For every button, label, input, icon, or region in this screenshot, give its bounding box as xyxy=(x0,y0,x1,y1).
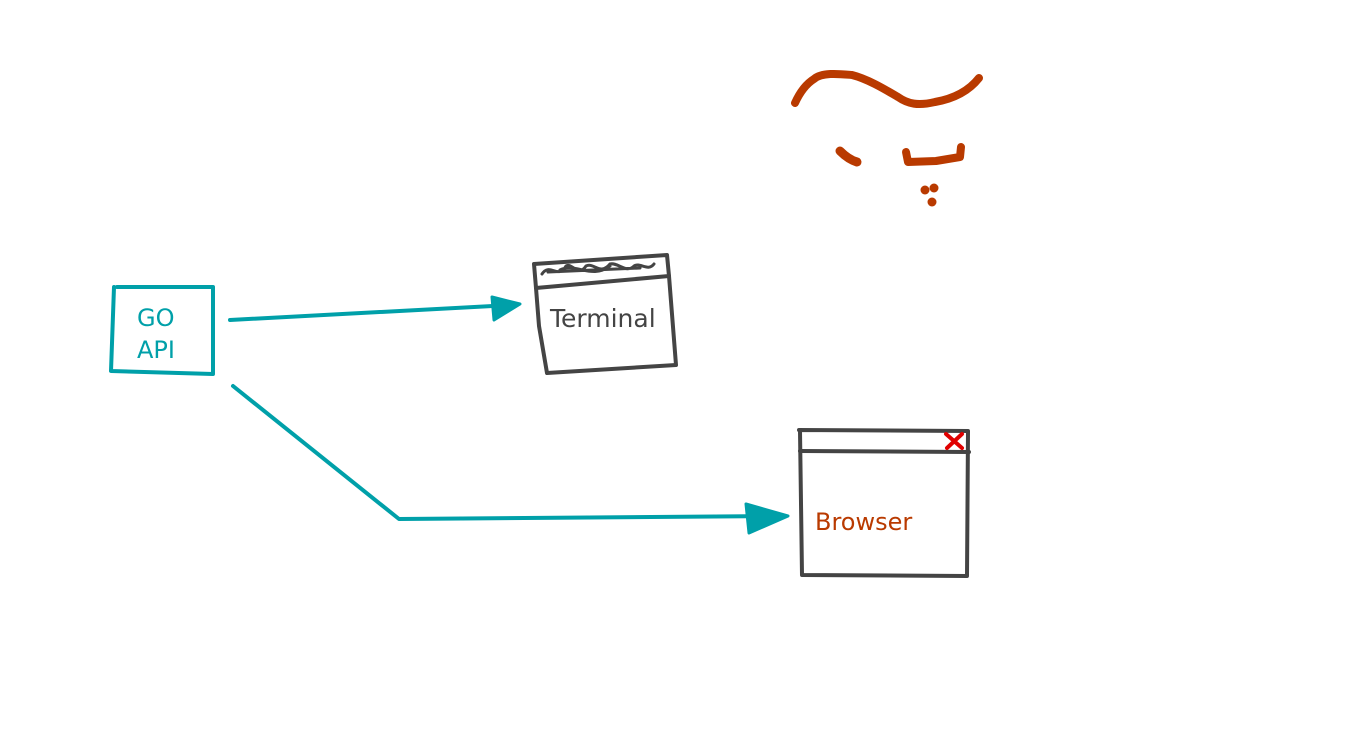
go-api-box xyxy=(109,285,215,376)
browser-node[interactable] xyxy=(797,428,971,578)
terminal-node[interactable] xyxy=(532,253,678,375)
scribble-stroke xyxy=(791,69,983,109)
terminal-body xyxy=(534,274,678,375)
go-api-label-line2: API xyxy=(137,336,175,364)
arrow-go-to-terminal xyxy=(228,295,522,322)
scribble-dot-stroke xyxy=(835,146,862,167)
arrow-head xyxy=(490,295,522,322)
arrow-head xyxy=(744,502,790,535)
scribble-dot xyxy=(920,185,930,195)
browser-frame xyxy=(797,428,970,578)
terminal-label: Terminal xyxy=(550,304,656,333)
scribble-base-stroke xyxy=(902,143,965,166)
scribble-titlebar-icon xyxy=(540,262,656,276)
scribble-dot xyxy=(927,197,937,207)
urdu-calligraphy-scribble xyxy=(791,69,983,207)
browser-label: Browser xyxy=(815,508,913,536)
browser-titlebar-divider xyxy=(798,449,971,454)
arrow-go-to-browser xyxy=(231,384,790,535)
arrow-line xyxy=(228,303,514,322)
go-api-label-line1: GO xyxy=(137,304,175,332)
go-api-node[interactable] xyxy=(109,285,215,376)
arrow-line xyxy=(231,384,782,521)
go-api-label: GO API xyxy=(137,302,175,366)
close-x-stroke xyxy=(944,432,964,450)
scribble-dot xyxy=(929,183,939,193)
close-x-icon[interactable] xyxy=(944,432,964,450)
